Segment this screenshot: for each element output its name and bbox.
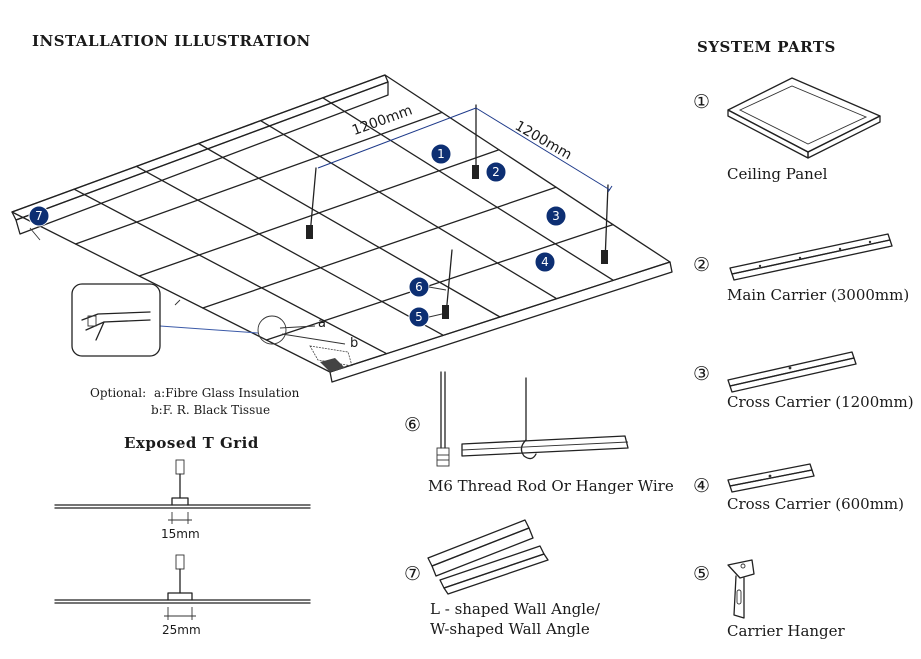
ceiling-grid-drawing bbox=[11, 74, 673, 383]
part-label-main-carrier: Main Carrier (3000mm) bbox=[727, 286, 910, 304]
dimension-label-15mm: 15mm bbox=[161, 527, 200, 541]
callout-2: 2 bbox=[485, 161, 507, 183]
part-label-wall-angle-line1: L - shaped Wall Angle/ bbox=[430, 600, 600, 618]
wall-angle-drawing bbox=[427, 519, 549, 595]
callout-3: 3 bbox=[545, 205, 567, 227]
grid-bar bbox=[322, 97, 614, 281]
exposed-grid-heading: Exposed T Grid bbox=[124, 434, 259, 452]
system-parts-heading: SYSTEM PARTS bbox=[697, 38, 836, 56]
callout-badges: 1 2 3 4 5 6 7 bbox=[28, 143, 567, 328]
cross-carrier-1200-drawing bbox=[727, 351, 857, 393]
optional-note: Optional: a:Fibre Glass Insulation bbox=[90, 386, 299, 400]
callout-1: 1 bbox=[430, 143, 452, 165]
svg-text:6: 6 bbox=[415, 280, 423, 294]
grid-bar bbox=[260, 120, 558, 300]
svg-text:2: 2 bbox=[492, 165, 500, 179]
part-label-thread-rod: M6 Thread Rod Or Hanger Wire bbox=[428, 477, 674, 495]
part-label-wall-angle-line2: W-shaped Wall Angle bbox=[430, 620, 590, 638]
detail-inset-drawing bbox=[71, 283, 161, 357]
optional-item-b: b:F. R. Black Tissue bbox=[151, 403, 271, 417]
callout-4: 4 bbox=[534, 251, 556, 273]
optional-prefix: Optional: bbox=[90, 386, 147, 400]
svg-text:3: 3 bbox=[552, 209, 560, 223]
part-label-cross-carrier-600: Cross Carrier (600mm) bbox=[727, 495, 904, 513]
part-label-ceiling-panel: Ceiling Panel bbox=[727, 165, 828, 183]
grid-bar bbox=[73, 188, 388, 355]
t-grid-profiles bbox=[54, 459, 311, 620]
svg-text:5: 5 bbox=[415, 310, 423, 324]
grid-bar bbox=[197, 142, 501, 318]
svg-text:4: 4 bbox=[541, 255, 549, 269]
carrier-hanger-drawing bbox=[727, 559, 755, 619]
detail-label-a: a bbox=[318, 316, 326, 331]
thread-rod-drawing bbox=[436, 371, 629, 467]
installation-heading: INSTALLATION ILLUSTRATION bbox=[32, 32, 311, 50]
part-label-carrier-hanger: Carrier Hanger bbox=[727, 622, 845, 640]
part-number-6: ⑥ bbox=[404, 414, 422, 436]
optional-item-a: a:Fibre Glass Insulation bbox=[154, 386, 300, 400]
part-number-4: ④ bbox=[693, 475, 711, 497]
cross-carrier-600-drawing bbox=[727, 463, 815, 493]
ceiling-panel-drawing bbox=[727, 77, 881, 159]
dimension-label-25mm: 25mm bbox=[162, 623, 201, 637]
main-carrier-drawing bbox=[729, 233, 893, 281]
part-number-5: ⑤ bbox=[693, 563, 711, 585]
part-label-cross-carrier-1200: Cross Carrier (1200mm) bbox=[727, 393, 914, 411]
detail-label-b: b bbox=[350, 336, 359, 351]
callout-7: 7 bbox=[28, 205, 50, 227]
part-number-2: ② bbox=[693, 254, 711, 276]
callout-5: 5 bbox=[408, 306, 430, 328]
part-number-3: ③ bbox=[693, 363, 711, 385]
part-number-1: ① bbox=[693, 91, 711, 113]
svg-text:7: 7 bbox=[35, 209, 43, 223]
svg-text:1: 1 bbox=[437, 147, 445, 161]
callout-6: 6 bbox=[408, 276, 430, 298]
part-number-7: ⑦ bbox=[404, 563, 422, 585]
grid-bar bbox=[135, 165, 444, 336]
